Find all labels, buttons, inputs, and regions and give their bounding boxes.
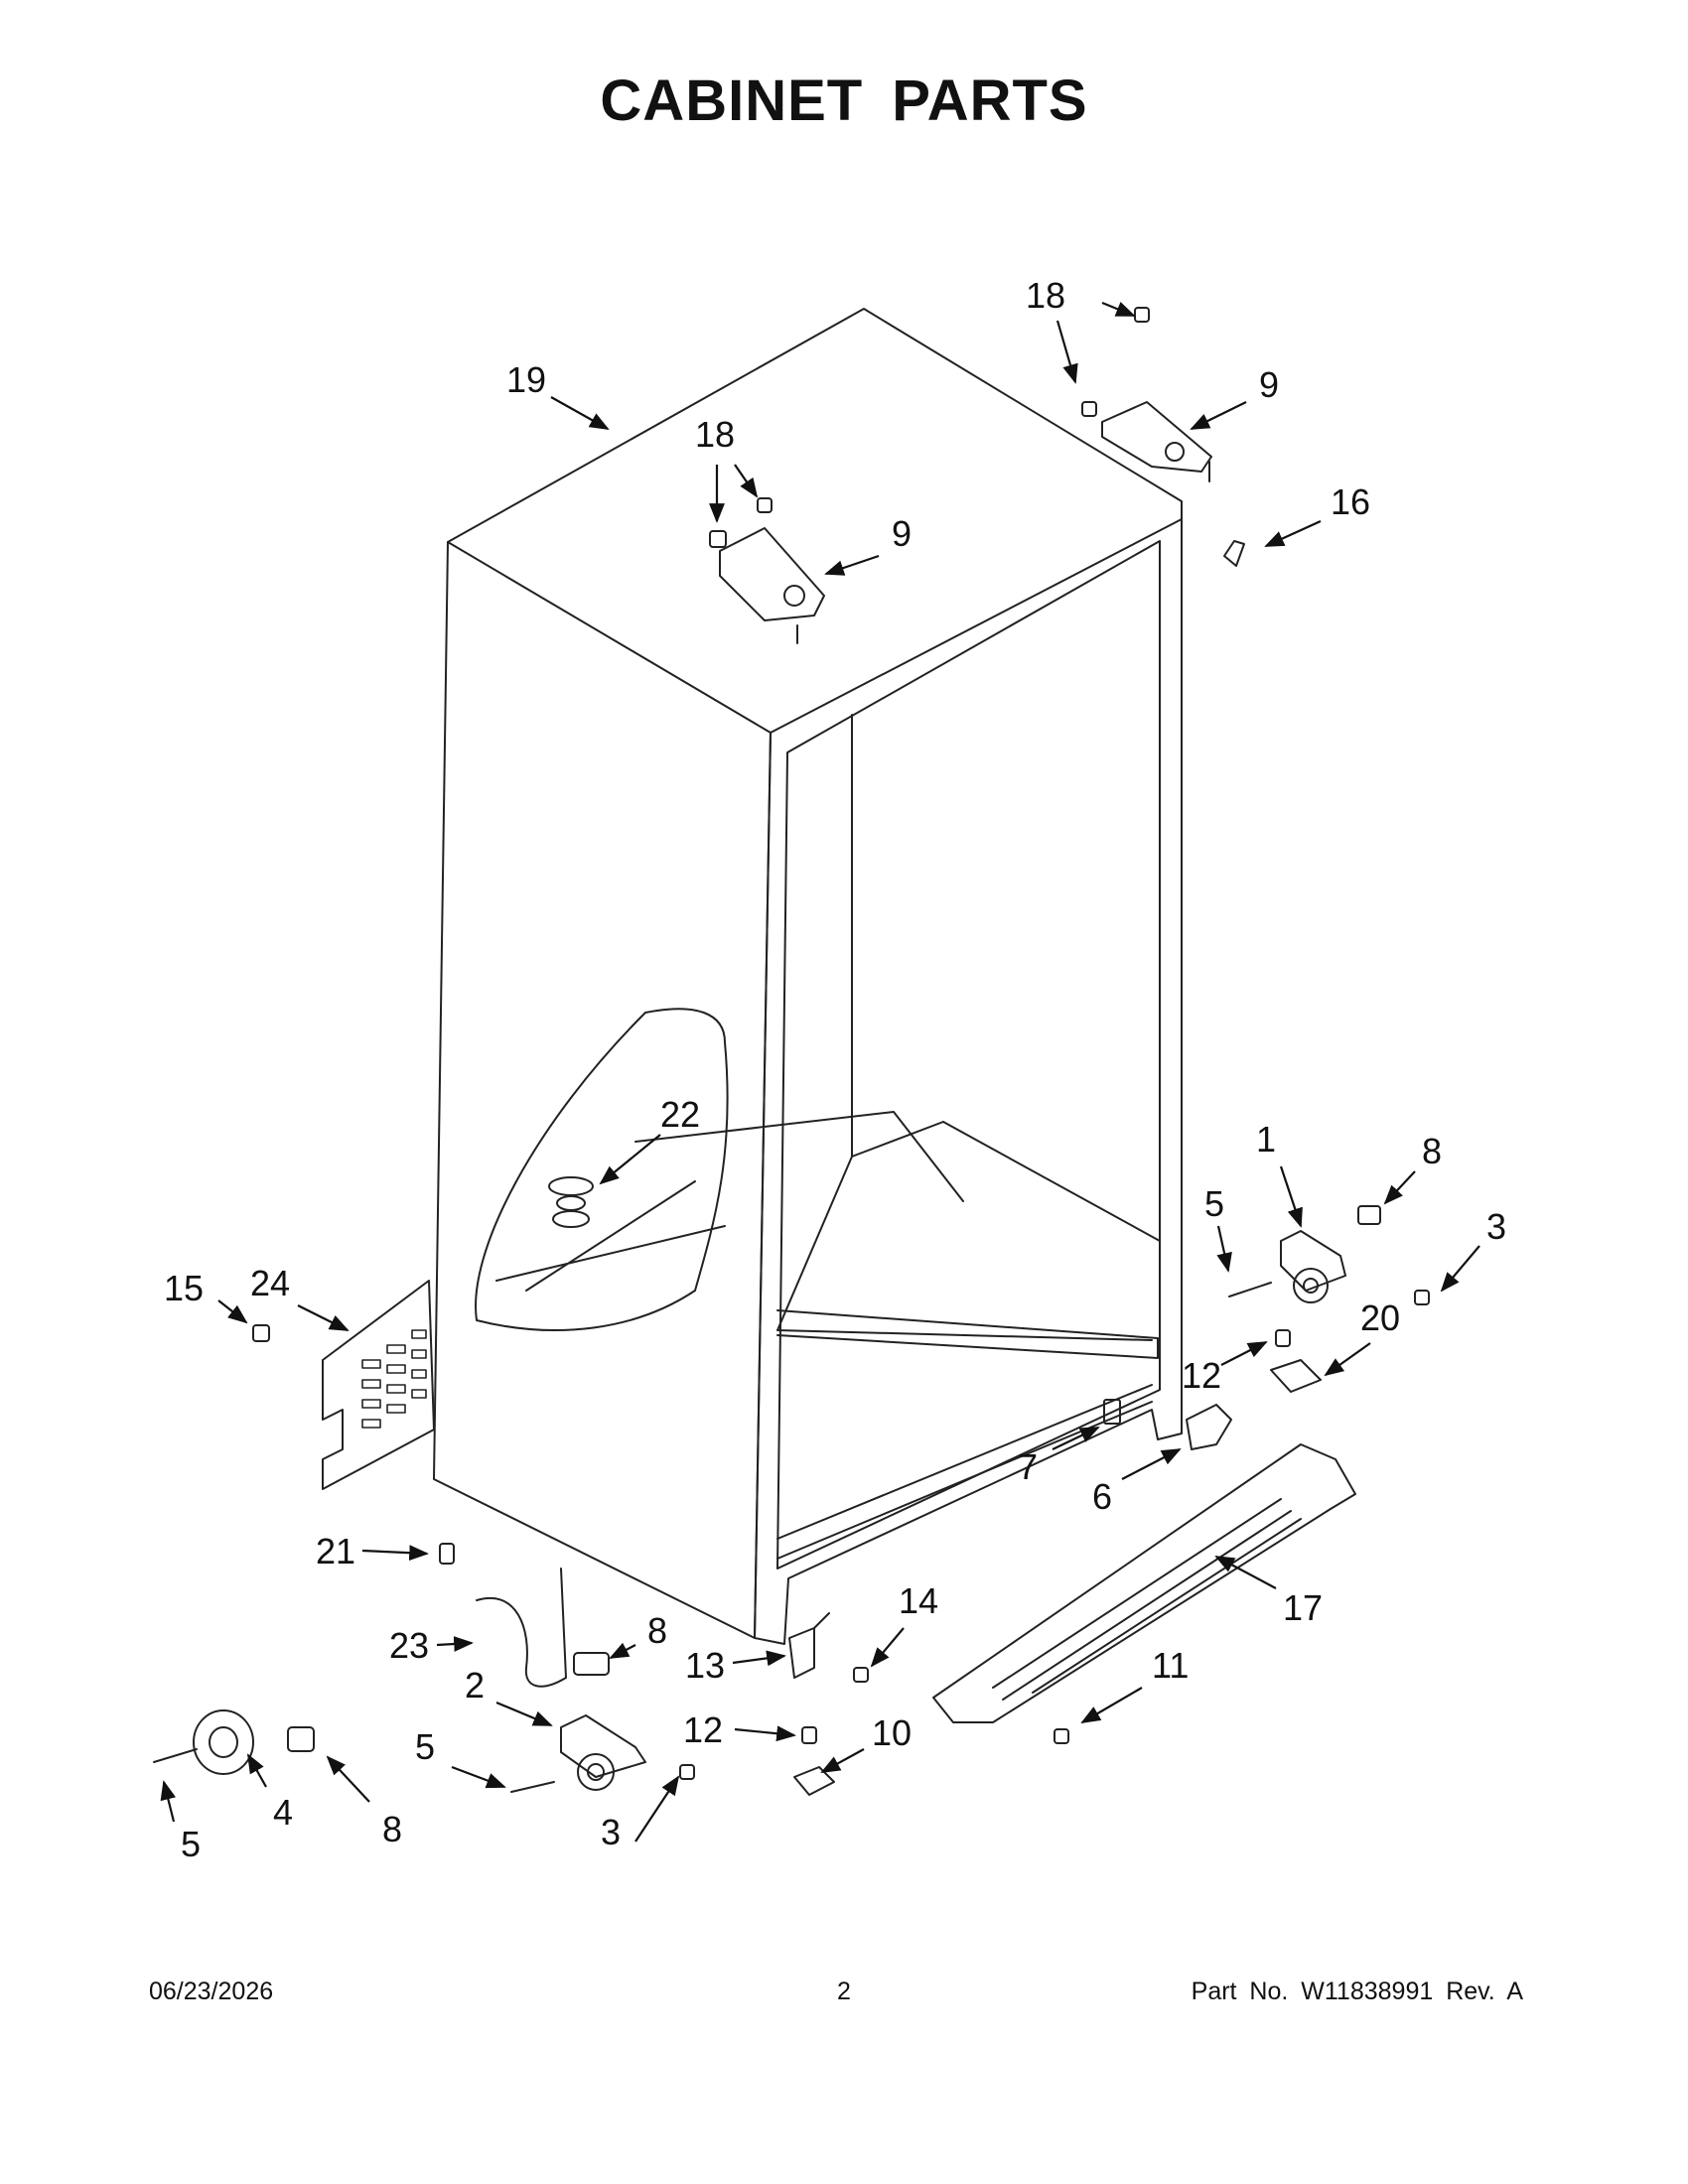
cutaway-inner-wall (495, 1111, 964, 1292)
rear-access-panel (322, 1280, 435, 1490)
footer-part-number: Part No. W11838991 Rev. A (1191, 1978, 1523, 2005)
callout-11: 11 (1152, 1645, 1189, 1686)
callout-5: 5 (181, 1824, 201, 1864)
callout-7: 7 (1018, 1446, 1038, 1487)
footer-page-number: 2 (837, 1978, 851, 2005)
roller-assembly-1 (1280, 1230, 1346, 1292)
callout-21: 21 (316, 1531, 355, 1571)
cabinet-front-frame (754, 518, 1183, 1645)
cabinet-top (447, 308, 1183, 734)
footer-date: 06/23/2026 (149, 1978, 274, 2005)
leveler-20 (1270, 1359, 1322, 1393)
callout-8: 8 (647, 1610, 667, 1651)
callout-8: 8 (382, 1809, 402, 1849)
base-grille-vents (992, 1498, 1302, 1701)
hinge-bracket-13 (788, 1612, 830, 1679)
callout-1: 1 (1256, 1119, 1276, 1160)
callout-14: 14 (899, 1580, 938, 1621)
page-title: CABINET PARTS (600, 68, 1088, 133)
leveler-10 (793, 1766, 835, 1796)
roller-assembly-2 (560, 1714, 646, 1778)
callout-9: 9 (1259, 364, 1279, 405)
cabinet-inner-back (776, 714, 1161, 1341)
callout-13: 13 (685, 1645, 725, 1686)
callout-9: 9 (892, 513, 912, 554)
callout-3: 3 (601, 1812, 621, 1852)
cutaway-region (475, 1008, 729, 1331)
clip-7 (1103, 1399, 1121, 1425)
callout-12: 12 (1182, 1355, 1221, 1396)
callout-18: 18 (1026, 275, 1065, 316)
callout-18: 18 (695, 414, 735, 455)
clip-16 (1223, 540, 1245, 567)
drain-hose (476, 1568, 567, 1688)
callout-24: 24 (250, 1263, 290, 1303)
cabinet-bottom-rail (776, 1384, 1153, 1560)
callout-23: 23 (389, 1625, 429, 1666)
callout-2: 2 (465, 1665, 485, 1706)
callout-22: 22 (660, 1094, 700, 1135)
hinge-bracket-6 (1186, 1404, 1232, 1450)
callout-12: 12 (683, 1709, 723, 1750)
callout-5: 5 (415, 1726, 435, 1767)
cabinet-floor-shelf (776, 1309, 1159, 1359)
callout-17: 17 (1283, 1587, 1323, 1628)
callout-3: 3 (1486, 1206, 1506, 1247)
callout-8: 8 (1422, 1131, 1442, 1171)
cabinet-inner-opening (776, 540, 1161, 1570)
callout-20: 20 (1360, 1297, 1400, 1338)
callout-5: 5 (1204, 1183, 1224, 1224)
callout-15: 15 (164, 1268, 204, 1308)
callout-19: 19 (506, 359, 546, 400)
callout-16: 16 (1331, 481, 1370, 522)
base-grille (932, 1443, 1356, 1723)
pad-8-middle (573, 1652, 610, 1676)
callout-6: 6 (1092, 1476, 1112, 1517)
callout-10: 10 (872, 1712, 912, 1753)
callout-4: 4 (273, 1792, 293, 1833)
top-hinge-right (1101, 401, 1212, 473)
top-hinge-left (719, 527, 825, 621)
caster-4 (193, 1709, 254, 1775)
